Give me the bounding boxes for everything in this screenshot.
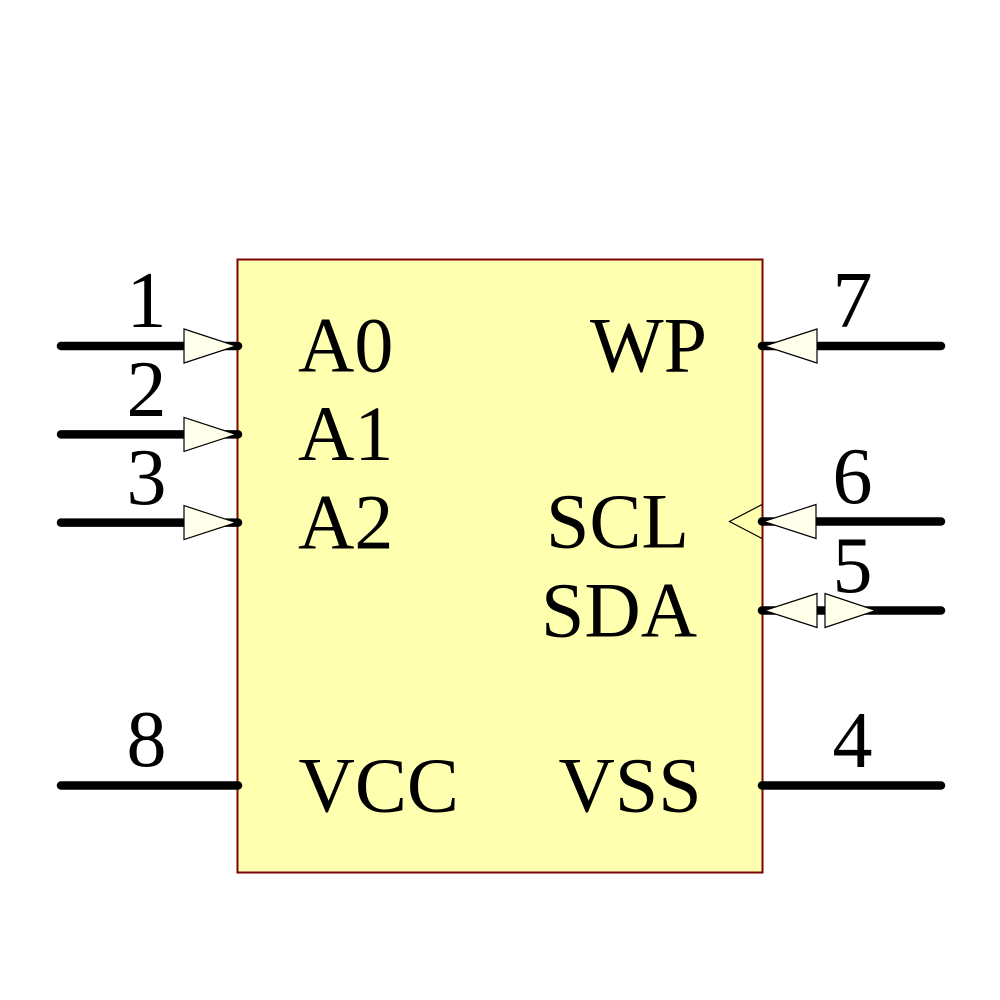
svg-text:1: 1 bbox=[127, 257, 167, 345]
svg-text:SDA: SDA bbox=[541, 566, 697, 653]
svg-text:6: 6 bbox=[833, 433, 873, 521]
svg-text:2: 2 bbox=[127, 346, 167, 434]
svg-text:7: 7 bbox=[833, 257, 873, 345]
svg-text:4: 4 bbox=[833, 697, 873, 785]
svg-text:A0: A0 bbox=[298, 301, 393, 388]
svg-text:5: 5 bbox=[833, 522, 873, 610]
svg-text:A2: A2 bbox=[298, 478, 393, 565]
svg-text:VSS: VSS bbox=[559, 741, 702, 828]
svg-text:A1: A1 bbox=[298, 390, 393, 477]
svg-text:SCL: SCL bbox=[546, 477, 689, 564]
svg-text:VCC: VCC bbox=[299, 741, 459, 828]
svg-text:WP: WP bbox=[590, 301, 707, 388]
svg-text:3: 3 bbox=[127, 434, 167, 522]
svg-text:8: 8 bbox=[127, 696, 167, 784]
